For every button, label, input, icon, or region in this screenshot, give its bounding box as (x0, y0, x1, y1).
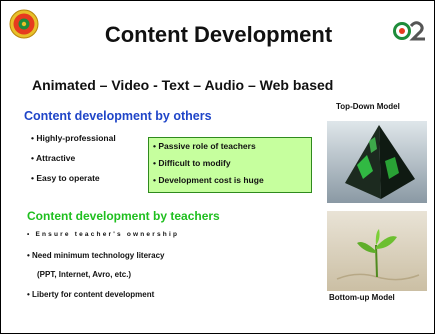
pyramid-image (327, 121, 427, 203)
teachers-bullet-continuation: (PPT, Internet, Avro, etc.) (37, 270, 132, 279)
others-bullet: • Highly-professional (31, 133, 116, 143)
a2i-logo (393, 21, 425, 41)
media-types-subtitle: Animated – Video - Text – Audio – Web ba… (32, 77, 334, 93)
others-bullet: • Easy to operate (31, 173, 100, 183)
government-seal-logo (9, 9, 39, 39)
page-title: Content Development (104, 22, 333, 47)
drawback-item: • Development cost is huge (153, 175, 264, 185)
drawback-item: • Passive role of teachers (153, 141, 256, 151)
teachers-bullet: • Need minimum technology literacy (27, 251, 165, 260)
others-bullet: • Attractive (31, 153, 76, 163)
top-down-model-caption: Top-Down Model (336, 102, 400, 111)
sprout-image (327, 211, 427, 291)
teachers-bullet: • Ensure teacher's ownership (27, 231, 180, 238)
drawbacks-box: • Passive role of teachers • Difficult t… (148, 137, 312, 193)
bottom-up-model-caption: Bottom-up Model (329, 293, 395, 302)
teachers-section-heading: Content development by teachers (27, 209, 220, 223)
others-section-heading: Content development by others (24, 109, 212, 123)
teachers-bullet: • Liberty for content development (27, 290, 155, 299)
drawback-item: • Difficult to modify (153, 158, 231, 168)
